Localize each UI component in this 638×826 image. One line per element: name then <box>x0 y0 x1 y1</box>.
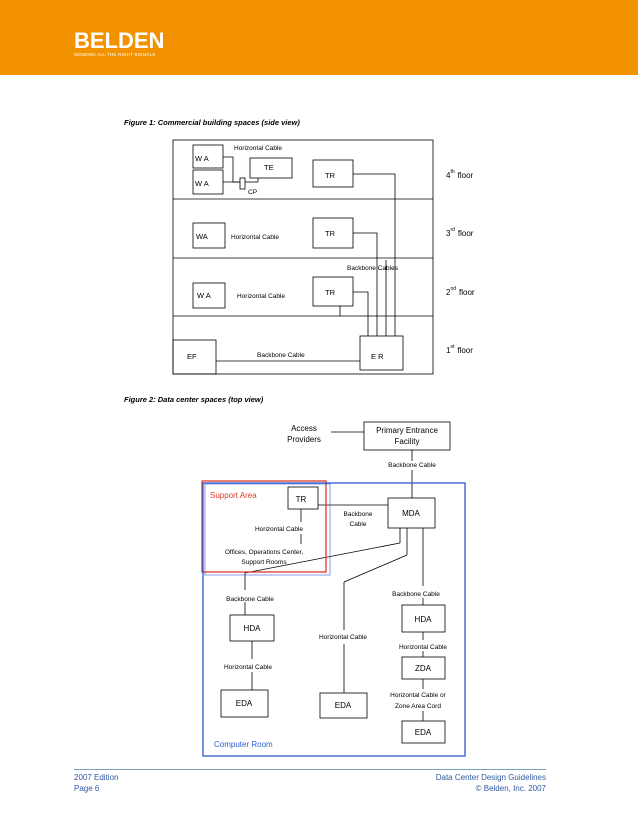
backbone-cable-line <box>353 232 378 336</box>
access-providers-label: Providers <box>287 435 321 444</box>
cp-label: CP <box>248 189 257 196</box>
zda-box <box>401 656 446 680</box>
belden-logo: BELDEN SENDING ALL THE RIGHT SIGNALS <box>74 30 164 58</box>
support-area-label: Support Area <box>210 491 257 500</box>
ef-box <box>172 339 217 375</box>
building-outline <box>172 139 434 375</box>
hda-label: HDA <box>244 624 262 633</box>
tr-label: TR <box>325 288 336 297</box>
eda-box <box>319 692 368 719</box>
wa-label: W A <box>195 179 209 188</box>
mda-box <box>387 497 436 529</box>
backbone-cable-line <box>353 291 369 336</box>
backbone-cable-label: Backbone Cable <box>392 591 440 598</box>
horizontal-cable-label: Horizontal Cable <box>255 526 303 533</box>
hda-label: HDA <box>415 615 433 624</box>
eda-label: EDA <box>236 699 253 708</box>
wa-box <box>192 144 224 169</box>
support-shadow-outline <box>204 483 331 576</box>
horizontal-cable-label: Horizontal Cable <box>234 145 282 152</box>
tr-label: TR <box>325 171 336 180</box>
eda-box <box>220 689 269 718</box>
pef-box <box>363 421 451 451</box>
wa-label: W A <box>195 154 209 163</box>
page-header: BELDEN SENDING ALL THE RIGHT SIGNALS <box>0 0 638 75</box>
support-area-outline <box>201 480 327 573</box>
te-box <box>249 157 293 179</box>
figure1-caption: Figure 1: Commercial building spaces (si… <box>124 118 300 127</box>
backbone-cable-label: Backbone Cable <box>388 462 436 469</box>
wa-label: WA <box>196 232 208 241</box>
ef-label: EF <box>187 352 197 361</box>
logo-name: BELDEN <box>74 28 165 53</box>
er-label: E R <box>371 352 384 361</box>
tr-label: TR <box>325 229 336 238</box>
tr-box <box>312 276 354 307</box>
footer-page: Page 6 <box>74 784 100 793</box>
mda-link <box>343 554 408 583</box>
horizontal-cable-label: Horizontal Cable <box>224 664 272 671</box>
offices-label: Support Rooms <box>241 559 287 566</box>
backbone-cable-label: Backbone Cable <box>226 596 274 603</box>
eda-box <box>401 720 446 744</box>
backbone-cable-label: Cable <box>350 521 367 528</box>
horizontal-cable-label: Horizontal Cable <box>319 634 367 641</box>
pef-label: Primary Entrance <box>376 426 438 435</box>
footer-edition: 2007 Edition <box>74 773 119 782</box>
backbone-cables-label: Backbone Cables <box>347 265 399 272</box>
computer-room-label: Computer Room <box>214 740 273 749</box>
horizontal-cable-label: Horizontal Cable <box>237 293 285 300</box>
footer-divider <box>74 769 546 770</box>
backbone-cable-line <box>353 173 396 336</box>
footer-copyright: © Belden, Inc. 2007 <box>475 784 546 793</box>
computer-room-outline <box>202 482 466 757</box>
tr-box <box>312 159 354 188</box>
eda-label: EDA <box>335 701 352 710</box>
hc-or-zone-label: Zone Area Cord <box>395 703 441 710</box>
horizontal-cable-label: Horizontal Cable <box>399 644 447 651</box>
wa-label: W A <box>197 291 211 300</box>
wa-box <box>192 222 226 249</box>
wa-box <box>192 282 226 309</box>
backbone-cable-label: Backbone Cable <box>257 352 305 359</box>
access-providers-label: Access <box>291 424 317 433</box>
tr-box <box>287 486 319 510</box>
horizontal-cable <box>223 156 240 183</box>
pef-label: Facility <box>395 437 420 446</box>
zda-label: ZDA <box>415 664 432 673</box>
backbone-cable-label: Backbone <box>344 511 373 518</box>
tr-label: TR <box>296 495 307 504</box>
offices-label: Offices, Operations Center, <box>225 549 303 556</box>
er-box <box>359 335 404 371</box>
eda-label: EDA <box>415 728 432 737</box>
figure2-caption: Figure 2: Data center spaces (top view) <box>124 395 264 404</box>
horizontal-cable-label: Horizontal Cable <box>231 234 279 241</box>
cp-box <box>239 177 246 190</box>
footer-title: Data Center Design Guidelines <box>435 773 546 782</box>
te-label: TE <box>264 163 274 172</box>
hc-or-zone-label: Horizontal Cable or <box>390 692 446 699</box>
mda-link <box>244 542 401 574</box>
mda-label: MDA <box>402 509 420 518</box>
hda-box <box>401 604 446 633</box>
logo-tagline: SENDING ALL THE RIGHT SIGNALS <box>74 52 156 57</box>
